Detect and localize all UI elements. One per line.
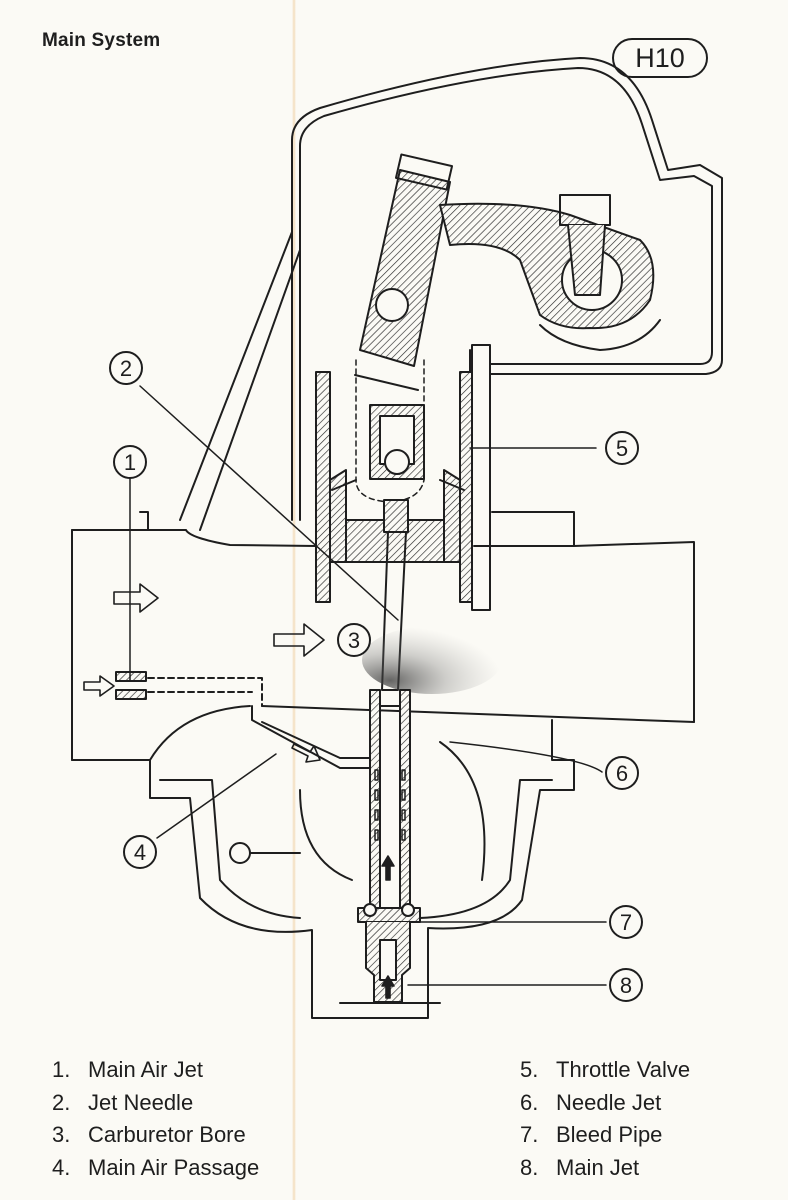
callout-7: 7 [609,905,643,939]
callout-6: 6 [605,756,639,790]
callout-8: 8 [609,968,643,1002]
legend-item: 2.Jet Needle [52,1089,194,1115]
callout-5: 5 [605,431,639,465]
figure-id-badge: H10 [612,38,708,78]
legend-left: 1.Main Air Jet 2.Jet Needle 3.Carburetor… [52,1054,259,1184]
legend-item: 7.Bleed Pipe [520,1122,663,1147]
svg-text:8: 8 [620,973,632,998]
carburetor-top-cover [179,57,723,531]
svg-text:3: 3 [348,628,360,653]
throttle-lever [439,194,661,351]
svg-text:5: 5 [616,436,628,461]
page-fold-shadow [292,0,296,1200]
legend-item: 3.Carburetor Bore [52,1122,246,1147]
float-chamber [149,719,575,1019]
legend-item: 8.Main Jet [520,1154,640,1180]
legend-item: 1.Main Air Jet [52,1057,203,1082]
bleed-pipe [357,903,421,923]
airflow-arrows [83,583,395,999]
svg-text:7: 7 [620,910,632,935]
jet-needle [381,531,407,691]
legend-item: 4.Main Air Passage [52,1154,260,1180]
main-air-jet [115,671,263,707]
fuel-spray [362,626,502,694]
callout-3: 3 [337,623,371,657]
carburetor-diagram: 1 2 3 4 5 6 7 8 [71,57,723,1019]
callout-4: 4 [123,835,157,869]
page-title: Main System [42,30,161,51]
legend-item: 6.Needle Jet [520,1089,662,1115]
main-jet [339,921,441,1004]
svg-text:1: 1 [124,450,136,475]
svg-text:2: 2 [120,356,132,381]
leader-lines [129,385,607,986]
callout-2: 2 [109,351,143,385]
callout-1: 1 [113,445,147,479]
legend-item: 5.Throttle Valve [520,1057,691,1082]
svg-text:4: 4 [134,840,146,865]
cable-adjuster [354,153,454,391]
svg-text:6: 6 [616,761,628,786]
main-air-passage [251,705,371,769]
throttle-valve [315,344,491,611]
carburetor-bore [71,511,695,761]
legend-right: 5.Throttle Valve 6.Needle Jet 7.Bleed Pi… [520,1054,690,1184]
